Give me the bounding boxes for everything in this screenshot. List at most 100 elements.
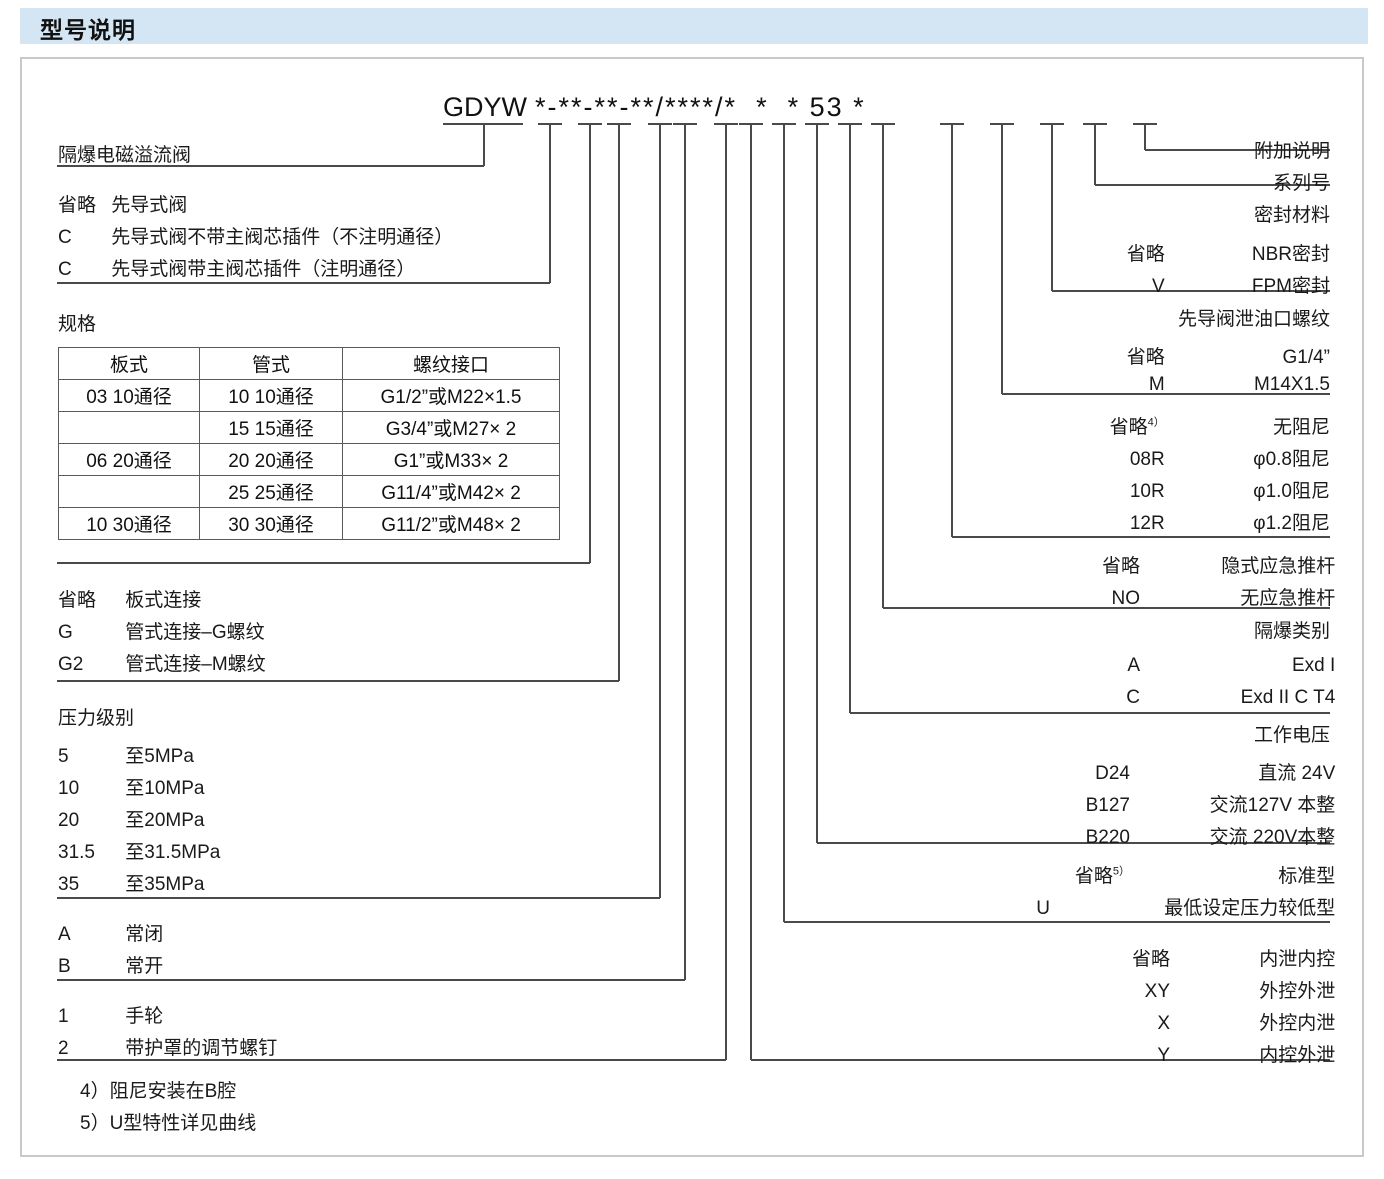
- pressure-code: 20: [58, 810, 80, 831]
- damping-row: 省略4） 无阻尼: [1030, 412, 1330, 439]
- spec-header: 管式: [199, 347, 343, 380]
- spec-cell: 06 20通径: [58, 443, 200, 476]
- ex-class-code: C: [1126, 687, 1140, 708]
- normal-state-desc: 常闭: [125, 924, 164, 945]
- ex-class-code: A: [1127, 655, 1140, 676]
- damping-code: 10R: [1129, 481, 1165, 502]
- connection-row: G 管式连接–G螺纹: [58, 617, 265, 644]
- characteristic-row: 省略5） 标准型: [980, 861, 1335, 888]
- table-header-row: 板式 管式 螺纹接口: [58, 347, 560, 380]
- seal-material-title: 密封材料: [1253, 205, 1330, 226]
- ex-class-desc: Exd II C T4: [1240, 687, 1336, 708]
- damping-row: 10R φ1.0阻尼: [1030, 476, 1330, 503]
- diagram-frame: [20, 57, 1364, 1157]
- damping-desc: φ0.8阻尼: [1253, 449, 1330, 470]
- pilot-type-code: C: [58, 227, 72, 248]
- control-drain-desc: 外控外泄: [1259, 981, 1336, 1002]
- voltage-title: 工作电压: [1253, 725, 1330, 746]
- voltage-desc: 交流127V 本整: [1209, 795, 1336, 816]
- table-row: 03 10通径 10 10通径 G1/2”或M22×1.5: [58, 379, 560, 412]
- control-drain-desc: 外控内泄: [1259, 1013, 1336, 1034]
- drain-thread-desc: M14X1.5: [1253, 374, 1330, 395]
- control-drain-row: Y 内控外泄: [1030, 1040, 1335, 1067]
- damping-row: 08R φ0.8阻尼: [1030, 444, 1330, 471]
- characteristic-code: U: [1036, 898, 1050, 919]
- pressure-desc: 至20MPa: [125, 810, 205, 831]
- spec-cell: 25 25通径: [199, 475, 343, 508]
- pressure-code: 35: [58, 874, 80, 895]
- pressure-desc: 至10MPa: [125, 778, 205, 799]
- damping-desc: 无阻尼: [1272, 417, 1330, 438]
- emergency-rod-code: 省略: [1101, 556, 1140, 577]
- connection-row: 省略 板式连接: [58, 585, 201, 612]
- spec-cell: 10 30通径: [58, 507, 200, 540]
- voltage-code: B220: [1085, 827, 1130, 848]
- pressure-title: 压力级别: [58, 708, 135, 729]
- spec-cell: 20 20通径: [199, 443, 343, 476]
- table-row: 10 30通径 30 30通径 G11/2”或M48× 2: [58, 507, 560, 540]
- pressure-row: 31.5 至31.5MPa: [58, 837, 220, 864]
- ex-class-row: C Exd II C T4: [1000, 687, 1335, 709]
- connection-desc: 板式连接: [125, 590, 202, 611]
- control-drain-row: X 外控内泄: [1030, 1008, 1335, 1035]
- connection-code: 省略: [58, 590, 97, 611]
- voltage-desc: 交流 220V本整: [1209, 827, 1336, 848]
- damping-desc: φ1.0阻尼: [1253, 481, 1330, 502]
- connection-row: G2 管式连接–M螺纹: [58, 649, 266, 676]
- page-title: 型号说明: [40, 17, 136, 43]
- spec-cell: G1”或M33× 2: [342, 443, 560, 476]
- voltage-row: B220 交流 220V本整: [980, 822, 1336, 849]
- spec-cell: [58, 411, 200, 444]
- pilot-type-code: C: [58, 259, 72, 280]
- emergency-rod-desc: 无应急推杆: [1240, 588, 1336, 609]
- connection-desc: 管式连接–G螺纹: [125, 622, 265, 643]
- characteristic-desc: 标准型: [1278, 866, 1336, 887]
- model-code-pattern: *-**-**-**/****/* * * 53 *: [535, 92, 866, 122]
- damping-sup: 4）: [1147, 416, 1165, 429]
- connection-code: G: [58, 622, 73, 643]
- table-row: 25 25通径 G11/4”或M42× 2: [58, 475, 560, 508]
- connection-code: G2: [58, 654, 84, 675]
- spec-cell: [58, 475, 200, 508]
- damping-row: 12R φ1.2阻尼: [1030, 508, 1330, 535]
- drain-thread-desc: G1/4”: [1282, 347, 1330, 368]
- characteristic-code: 省略: [1074, 866, 1113, 887]
- control-drain-code: XY: [1144, 981, 1170, 1002]
- drain-thread-title: 先导阀泄油口螺纹: [1177, 309, 1330, 330]
- spec-cell: 03 10通径: [58, 379, 200, 412]
- pressure-row: 35 至35MPa: [58, 869, 204, 896]
- control-drain-desc: 内泄内控: [1259, 949, 1336, 970]
- seal-material-desc: NBR密封: [1251, 244, 1330, 265]
- pilot-type-desc: 先导式阀: [111, 195, 188, 216]
- table-row: 06 20通径 20 20通径 G1”或M33× 2: [58, 443, 560, 476]
- seal-material-code: 省略: [1126, 244, 1165, 265]
- seal-material-row: 省略 NBR密封: [1030, 239, 1330, 266]
- damping-code: 省略: [1109, 417, 1148, 438]
- characteristic-sup: 5）: [1112, 865, 1130, 878]
- model-code-prefix: GDYW: [443, 92, 527, 122]
- emergency-rod-desc: 隐式应急推杆: [1221, 556, 1336, 577]
- normal-state-code: B: [58, 956, 71, 977]
- ex-class-row: A Exd I: [1000, 655, 1335, 677]
- characteristic-desc: 最低设定压力较低型: [1164, 898, 1336, 919]
- seal-material-row: V FPM密封: [1030, 271, 1330, 298]
- normal-state-code: A: [58, 924, 71, 945]
- pressure-code: 31.5: [58, 842, 95, 863]
- normal-state-desc: 常开: [125, 956, 164, 977]
- seal-material-code: V: [1152, 276, 1165, 297]
- series-number-label: 系列号: [1272, 173, 1330, 194]
- adjust-type-row: 2 带护罩的调节螺钉: [58, 1033, 277, 1060]
- adjust-type-desc: 带护罩的调节螺钉: [125, 1038, 278, 1059]
- drain-thread-code: 省略: [1126, 347, 1165, 368]
- normal-state-row: B 常开: [58, 951, 163, 978]
- spec-header: 螺纹接口: [342, 347, 560, 380]
- spec-header: 板式: [58, 347, 200, 380]
- characteristic-row: U 最低设定压力较低型: [980, 893, 1335, 920]
- spec-cell: 10 10通径: [199, 379, 343, 412]
- pilot-type-row: C 先导式阀带主阀芯插件（注明通径）: [58, 254, 415, 281]
- footnote-4: 4）阻尼安装在B腔: [80, 1081, 237, 1102]
- emergency-rod-row: NO 无应急推杆: [1000, 583, 1336, 610]
- control-drain-code: X: [1157, 1013, 1170, 1034]
- pressure-desc: 至5MPa: [125, 746, 194, 767]
